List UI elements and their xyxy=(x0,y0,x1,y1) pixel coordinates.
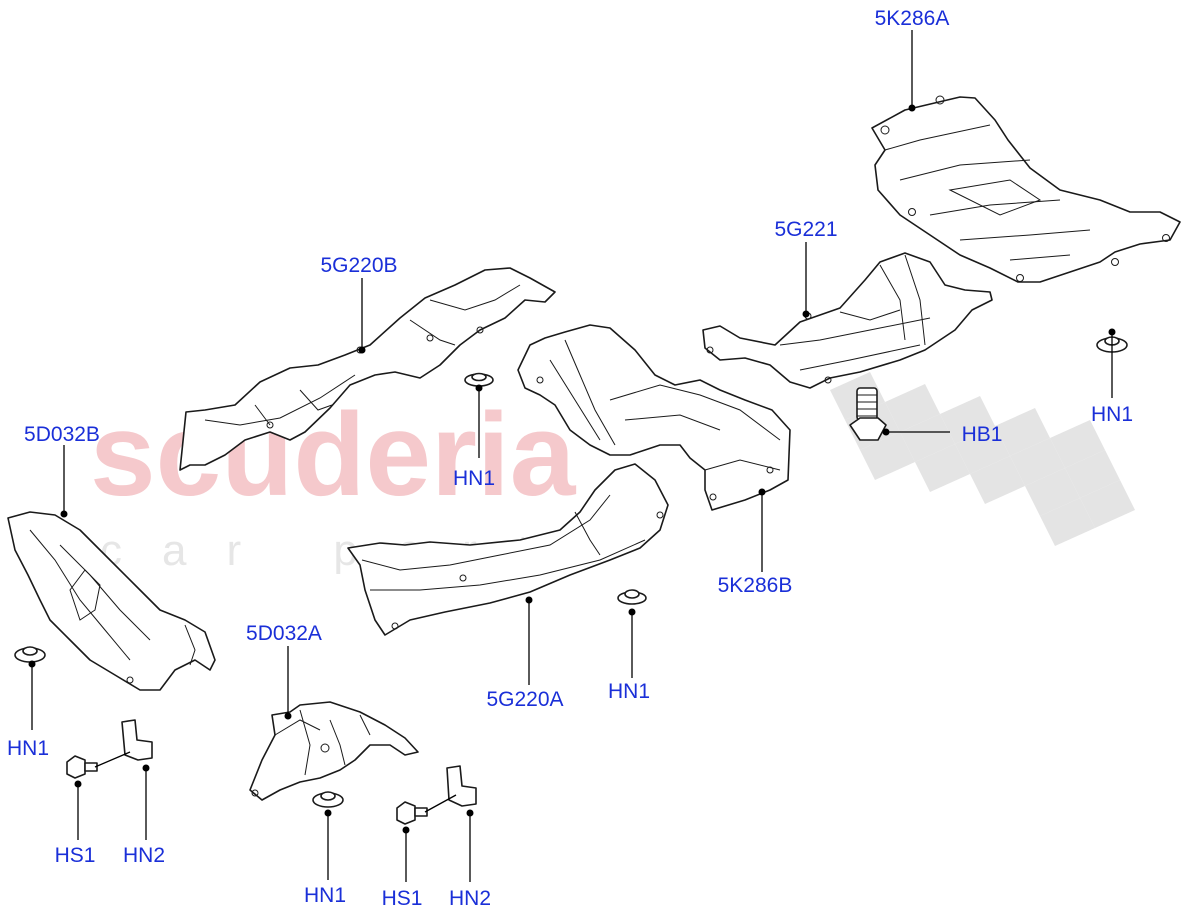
label-hb1: HB1 xyxy=(962,423,1003,446)
part-5K286A xyxy=(871,95,1181,283)
label-5G220B: 5G220B xyxy=(320,254,397,277)
part-5D032A xyxy=(249,701,419,801)
fastener-screw-hs1-a xyxy=(66,755,98,779)
label-hn2: HN2 xyxy=(449,887,491,910)
leader-lines xyxy=(28,30,1116,882)
label-hn1: HN1 xyxy=(1091,403,1133,426)
fastener-nut-hn1-e xyxy=(312,791,344,808)
part-5G220B xyxy=(179,267,556,471)
part-labels: 5K286A 5G221 5G220B 5D032B HN1 HN1 HB1 5… xyxy=(7,7,1133,910)
label-5G220A: 5G220A xyxy=(486,688,563,711)
watermark: scuderia car parts xyxy=(90,372,1135,575)
label-5K286A: 5K286A xyxy=(875,7,950,30)
watermark-checkerboard xyxy=(830,372,1135,546)
watermark-main-text: scuderia xyxy=(90,389,577,521)
label-hn2: HN2 xyxy=(123,844,165,867)
label-5D032B: 5D032B xyxy=(24,423,100,446)
label-hs1: HS1 xyxy=(382,887,423,910)
fastener-nut-hn1-c xyxy=(14,646,46,663)
fastener-clip-hn2-a xyxy=(121,719,153,761)
label-hs1: HS1 xyxy=(55,844,96,867)
label-5D032A: 5D032A xyxy=(246,622,322,645)
part-5G220A xyxy=(347,463,669,636)
fastener-nut-hn1-a xyxy=(464,372,494,387)
fastener-screw-hs1-b xyxy=(396,801,428,825)
fastener-clip-hn2-b xyxy=(446,765,477,807)
fastener-bolt-hb1 xyxy=(849,387,887,441)
label-hn1: HN1 xyxy=(7,737,49,760)
label-hn1: HN1 xyxy=(304,884,346,907)
label-hn1: HN1 xyxy=(453,467,495,490)
part-5D032B xyxy=(7,511,216,691)
label-5G221: 5G221 xyxy=(774,218,837,241)
fastener-nut-hn1-d xyxy=(617,589,647,605)
label-5K286B: 5K286B xyxy=(718,574,793,597)
part-5G221 xyxy=(702,252,993,389)
part-5K286B xyxy=(517,324,791,511)
label-hn1: HN1 xyxy=(608,680,650,703)
